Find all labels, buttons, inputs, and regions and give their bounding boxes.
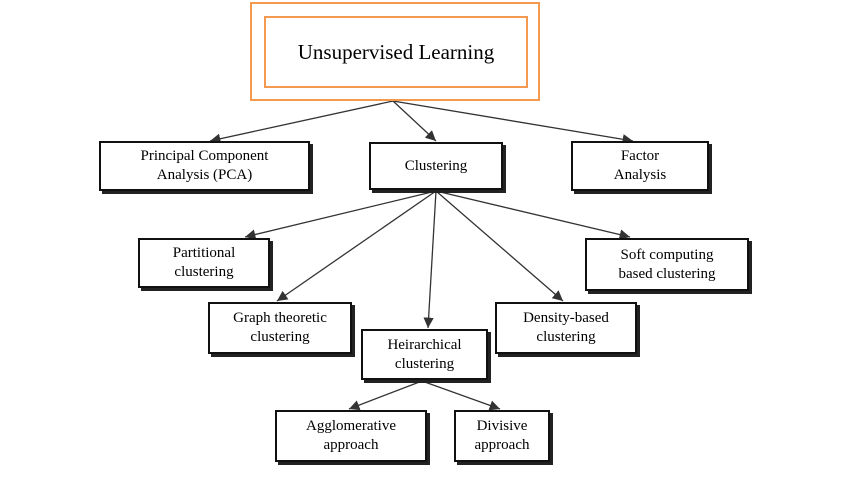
partitional-clustering-node: Partitional clustering bbox=[138, 238, 270, 288]
root-node-frame: Unsupervised Learning bbox=[250, 2, 540, 101]
pca-node: Principal Component Analysis (PCA) bbox=[99, 141, 310, 191]
divisive-approach-node: Divisive approach bbox=[454, 410, 550, 462]
arrow-hierarchical-to-agglomerative bbox=[348, 380, 423, 411]
clustering-node: Clustering bbox=[369, 142, 503, 190]
soft-computing-clustering-node: Soft computing based clustering bbox=[585, 238, 749, 291]
root-node: Unsupervised Learning bbox=[264, 16, 528, 88]
factor-analysis-node: Factor Analysis bbox=[571, 141, 709, 191]
arrow-clustering-to-hierarchical bbox=[423, 190, 437, 329]
arrow-root-to-clustering bbox=[392, 100, 437, 142]
arrow-hierarchical-to-divisive bbox=[421, 380, 501, 411]
graph-theoretic-clustering-node: Graph theoretic clustering bbox=[208, 302, 352, 354]
arrow-root-to-pca bbox=[209, 100, 394, 144]
arrow-clustering-to-partitional bbox=[244, 190, 437, 240]
density-based-clustering-node: Density-based clustering bbox=[495, 302, 637, 354]
arrow-clustering-to-density bbox=[435, 190, 564, 302]
arrow-root-to-factor bbox=[392, 100, 634, 145]
arrow-clustering-to-soft bbox=[435, 190, 631, 240]
arrow-clustering-to-graph bbox=[276, 190, 437, 302]
agglomerative-approach-node: Agglomerative approach bbox=[275, 410, 427, 462]
hierarchical-clustering-node: Heirarchical clustering bbox=[361, 329, 488, 380]
